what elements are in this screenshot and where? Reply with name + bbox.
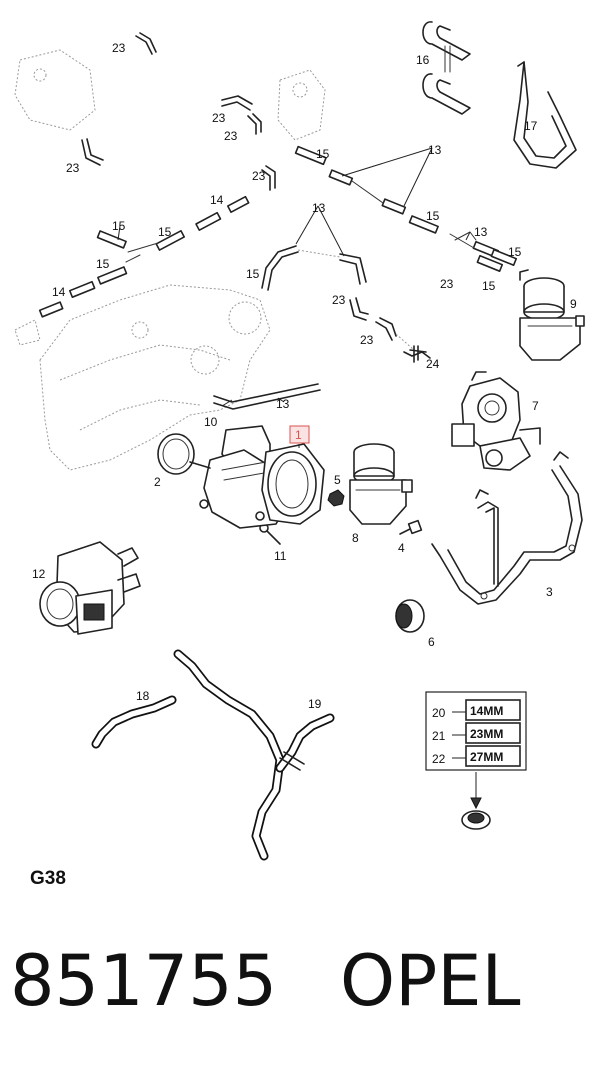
brand-name: OPEL	[340, 940, 521, 1022]
bolt-11	[259, 523, 281, 545]
callout-23g: 23	[332, 293, 346, 307]
part-number: 851755	[10, 940, 278, 1022]
seal-ring-2	[157, 433, 195, 475]
size-value-20: 14MM	[470, 704, 503, 718]
callout-14a: 14	[210, 193, 224, 207]
strap	[513, 61, 577, 169]
callout-15d: 15	[158, 225, 172, 239]
callout-5: 5	[334, 473, 341, 487]
hose-23-top-left	[135, 32, 157, 55]
callout-23h: 23	[360, 333, 374, 347]
callout-15f: 15	[96, 257, 110, 271]
egr-valve-7	[451, 371, 541, 471]
hose-19	[173, 649, 335, 861]
callout-23a: 23	[112, 41, 126, 55]
callout-9: 9	[570, 297, 577, 311]
callout-18: 18	[136, 689, 150, 703]
callout-15b: 15	[426, 209, 440, 223]
callout-17: 17	[524, 119, 538, 133]
callout-2: 2	[154, 475, 161, 489]
callout-labels: 23 23 23 23 23 16 17 13 15 15 14 15 15 1…	[32, 41, 577, 711]
hose-18	[91, 695, 177, 749]
callout-23e: 23	[252, 169, 266, 183]
callout-6: 6	[428, 635, 435, 649]
callout-15g: 15	[246, 267, 260, 281]
callout-3: 3	[546, 585, 553, 599]
callout-13c: 13	[474, 225, 488, 239]
callout-13a: 13	[428, 143, 442, 157]
size-ref-20: 20	[432, 706, 446, 720]
callout-15e: 15	[508, 245, 522, 259]
callout-15a: 15	[316, 147, 330, 161]
callout-13d: 13	[276, 397, 290, 411]
callout-4: 4	[398, 541, 405, 555]
hose-clamp	[461, 772, 491, 830]
size-value-22: 27MM	[470, 750, 503, 764]
egr-module-1	[189, 425, 325, 529]
hose-clips	[422, 21, 471, 115]
curved-hoses-center	[261, 245, 427, 361]
sheet-code: G38	[30, 868, 66, 889]
clamp-size-table: 20 14MM 21 23MM 22 27MM	[425, 691, 527, 771]
grommet-6	[395, 599, 425, 633]
callout-15c: 15	[112, 219, 126, 233]
callout-23c: 23	[212, 111, 226, 125]
size-value-21: 23MM	[470, 727, 503, 741]
vacuum-valve-8	[349, 443, 413, 525]
callout-10: 10	[204, 415, 218, 429]
hose-23-left	[81, 138, 104, 166]
hose-23-upper-middle	[221, 95, 262, 135]
callout-24: 24	[426, 357, 440, 371]
callout-14b: 14	[52, 285, 66, 299]
callout-23d: 23	[224, 129, 238, 143]
callout-23b: 23	[66, 161, 80, 175]
callout-1-highlight-box	[289, 425, 310, 444]
callout-11: 11	[274, 549, 287, 563]
callout-13b: 13	[312, 201, 326, 215]
nut-5	[327, 489, 345, 507]
bolt-4	[399, 519, 423, 535]
size-ref-21: 21	[432, 729, 446, 743]
vacuum-line-pieces	[38, 145, 518, 318]
callout-23f: 23	[440, 277, 454, 291]
vacuum-valve-9	[519, 269, 585, 361]
callout-12: 12	[32, 567, 46, 581]
callout-16: 16	[416, 53, 430, 67]
size-row-22: 22 27MM	[432, 745, 521, 767]
solenoid-valve-12	[39, 541, 141, 635]
leader-lines	[117, 147, 471, 448]
callout-8: 8	[352, 531, 359, 545]
exploded-parts-diagram: 23 23 23 23 23 16 17 13 15 15 14 15 15 1…	[14, 21, 585, 861]
long-tube	[213, 383, 321, 410]
size-row-20: 20 14MM	[432, 699, 521, 721]
hose-23-middle	[261, 165, 276, 191]
fitting-24	[403, 345, 431, 363]
footer: 851755 OPEL	[10, 940, 590, 1040]
mounting-bracket-3	[431, 451, 583, 605]
size-row-21: 21 23MM	[432, 722, 521, 744]
callout-15h: 15	[482, 279, 496, 293]
callout-7: 7	[532, 399, 539, 413]
callout-19: 19	[308, 697, 322, 711]
size-ref-22: 22	[432, 752, 446, 766]
callout-1: 1	[295, 428, 302, 442]
